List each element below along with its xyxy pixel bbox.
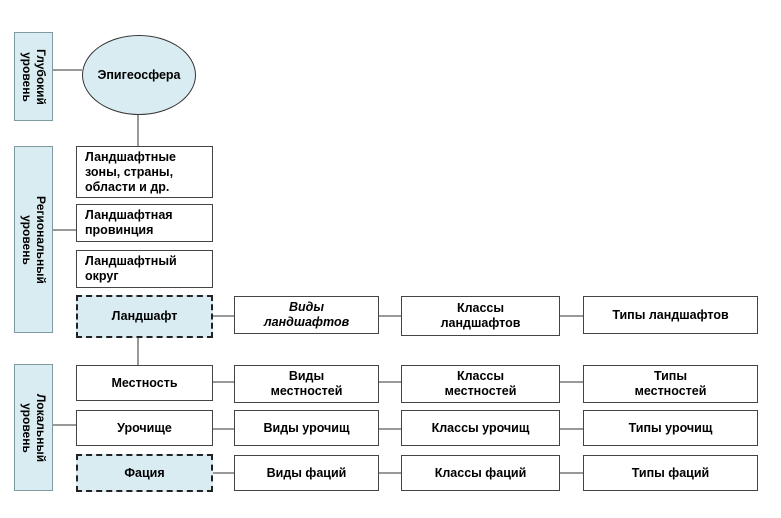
zones-node: Ландшафтные зоны, страны, области и др. [76,146,213,198]
locality-types-node: Типы местностей [583,365,758,403]
facies-kinds-node: Виды фаций [234,455,379,491]
facies-types-node: Типы фаций [583,455,758,491]
tract-types-node: Типы урочищ [583,410,758,446]
level-local-label: Локальный уровень [19,393,48,462]
level-local: Локальный уровень [14,364,53,491]
landscape-kinds-node: Виды ландшафтов [234,296,379,334]
locality-node: Местность [76,365,213,401]
tract-kinds-node: Виды урочищ [234,410,379,446]
level-deep: Глубокий уровень [14,32,53,121]
tract-node: Урочище [76,410,213,446]
level-regional: Региональный уровень [14,146,53,333]
facies-classes-node: Классы фаций [401,455,560,491]
level-regional-label: Региональный уровень [19,195,48,284]
level-deep-label: Глубокий уровень [19,48,48,105]
district-node: Ландшафтный округ [76,250,213,288]
province-node: Ландшафтная провинция [76,204,213,242]
locality-kinds-node: Виды местностей [234,365,379,403]
locality-classes-node: Классы местностей [401,365,560,403]
facies-node: Фация [76,454,213,492]
epigeosphere-node: Эпигеосфера [82,35,196,115]
landscape-types-node: Типы ландшафтов [583,296,758,334]
landscape-classes-node: Классы ландшафтов [401,296,560,336]
landscape-node: Ландшафт [76,295,213,338]
tract-classes-node: Классы урочищ [401,410,560,446]
